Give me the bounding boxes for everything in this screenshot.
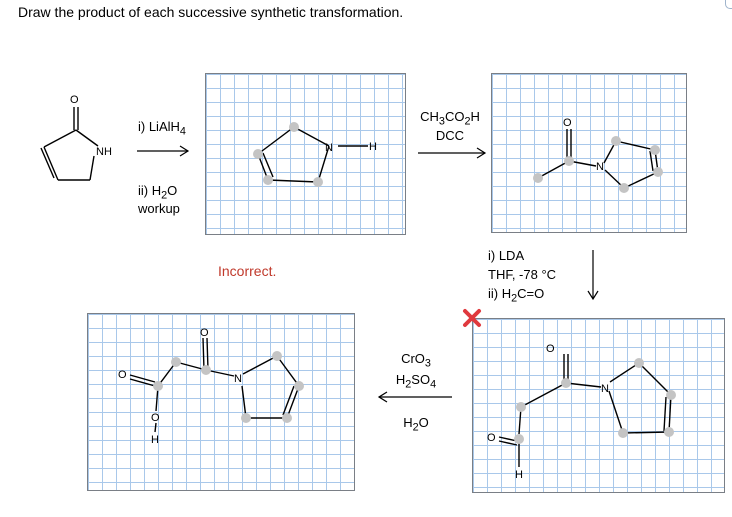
step3-reagent-3: ii) H2C=O [488, 286, 545, 305]
answer-grid-3[interactable]: O N O H [472, 318, 725, 493]
step1-reagent-1: i) LiAlH4 [138, 119, 186, 138]
x-mark-icon [463, 309, 481, 327]
feedback-incorrect: Incorrect. [218, 263, 277, 279]
step4-reagent-2: H2SO4 [395, 372, 437, 391]
answer-2-nitrogen-label: N [596, 161, 604, 173]
answer-3-nitrogen-label: N [601, 383, 609, 395]
answer-4-nitrogen-label: N [234, 373, 242, 385]
answer-3-aldehyde-oxygen-label: O [487, 432, 496, 444]
answer-2-structure: O N [533, 117, 663, 193]
nh-label: NH [96, 146, 112, 158]
answer-2-oxygen-label: O [563, 117, 572, 129]
step3-reagent-2: THF, -78 °C [488, 267, 557, 282]
step3-arrow-down-icon [587, 250, 599, 301]
answer-3-hydrogen-label: H [515, 469, 523, 481]
step4-reagent-1: CrO3 [401, 351, 431, 370]
carbonyl-oxygen-label: O [70, 94, 79, 106]
answer-grid-4[interactable]: O N O O H [87, 313, 355, 491]
step4-arrow-left-icon [377, 391, 452, 403]
answer-grid-2[interactable]: O N [491, 73, 687, 233]
step4-reagent-3: H2O [403, 415, 429, 434]
step2-reagent-2: DCC [435, 128, 465, 143]
answer-4-carbonyl-oxygen-label: O [118, 369, 127, 381]
scroll-corner [725, 0, 732, 9]
step1-workup: workup [138, 201, 180, 216]
answer-3-ketone-oxygen-label: O [546, 343, 555, 355]
starting-material-structure: O NH [40, 94, 112, 181]
step1-reagent-2: ii) H2O [138, 183, 178, 202]
answer-4-structure: O N O O H [118, 327, 304, 446]
answer-4-hydrogen-label: H [151, 434, 159, 446]
answer-3-structure: O N O H [487, 343, 676, 481]
answer-4-ketone-oxygen-label: O [200, 327, 209, 339]
answer-1-structure: N H [253, 122, 377, 187]
step2-arrow-right-icon [418, 147, 487, 159]
answer-4-hydroxyl-oxygen-label: O [151, 412, 160, 424]
step1-arrow-right-icon [137, 145, 190, 157]
step3-reagent-1: i) LDA [488, 248, 525, 263]
answer-1-nitrogen-label: N [325, 142, 333, 154]
step2-reagent-1: CH3CO2H [420, 109, 480, 128]
instruction-text: Draw the product of each successive synt… [18, 4, 404, 20]
answer-grid-1[interactable]: N H [205, 73, 406, 235]
answer-1-hydrogen-label: H [369, 141, 377, 153]
